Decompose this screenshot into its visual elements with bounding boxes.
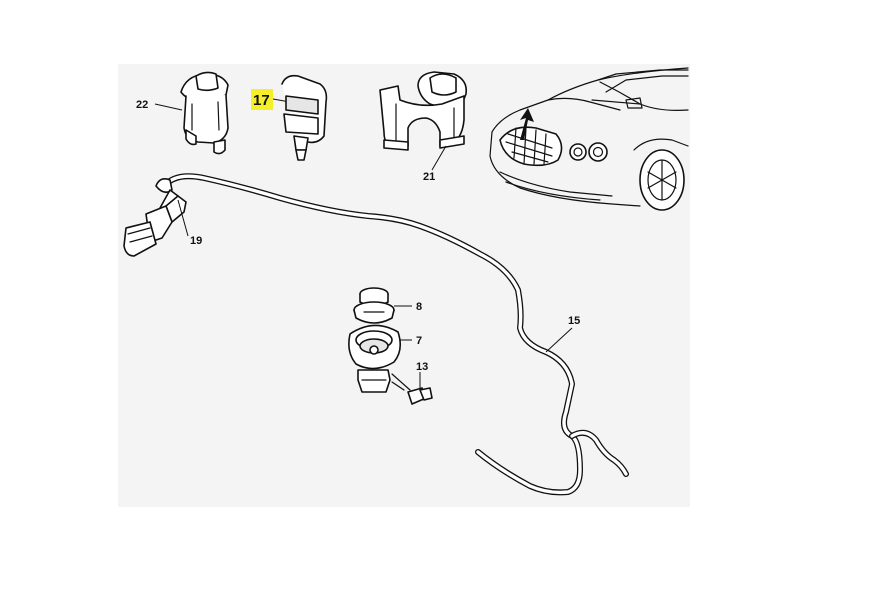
leader-15 <box>545 327 573 353</box>
washer-jet-cap-icon[interactable] <box>353 287 395 324</box>
leader-19 <box>177 199 189 237</box>
callout-22[interactable]: 22 <box>136 99 148 111</box>
hose-clip-icon[interactable] <box>180 71 229 155</box>
double-hose-clip-icon[interactable] <box>379 71 468 151</box>
callout-17[interactable]: 17 <box>253 92 270 109</box>
retaining-clip-icon[interactable] <box>281 74 328 161</box>
screw-icon[interactable] <box>391 373 433 405</box>
callout-21[interactable]: 21 <box>423 171 435 183</box>
callout-19[interactable]: 19 <box>190 235 202 247</box>
car-front-icon <box>489 67 689 211</box>
washer-jet-icon[interactable] <box>348 324 402 393</box>
callout-8[interactable]: 8 <box>416 301 422 313</box>
callout-13[interactable]: 13 <box>416 361 428 373</box>
callout-15[interactable]: 15 <box>568 315 580 327</box>
connector-icon[interactable] <box>123 178 187 257</box>
callout-7[interactable]: 7 <box>416 335 422 347</box>
leader-22 <box>154 103 183 111</box>
highlight-box <box>251 89 273 110</box>
leader-21 <box>431 145 447 171</box>
washer-hose-icon[interactable] <box>161 173 629 496</box>
